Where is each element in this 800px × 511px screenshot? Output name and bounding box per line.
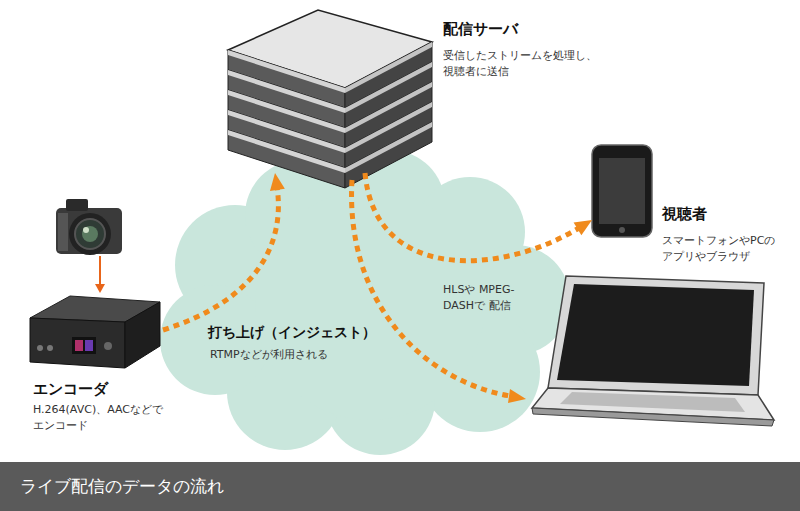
- node-description: 受信したストリームを処理し、 視聴者に送信: [443, 48, 593, 80]
- laptop: [532, 276, 774, 426]
- node-heading: 視聴者: [662, 205, 707, 224]
- smartphone: [592, 145, 652, 237]
- node-description: H.264(AVC)、AACなどで エンコード: [33, 402, 175, 434]
- encoder-node: エンコーダH.264(AVC)、AACなどで エンコード: [28, 292, 163, 370]
- viewer-node: 視聴者スマートフォンやPCの アプリやブラウザ: [592, 145, 652, 237]
- cloud: [160, 150, 570, 455]
- delivery-note: HLSや MPEG-DASHで 配信: [441, 282, 537, 314]
- caption-bar: ライブ配信のデータの流れ: [0, 462, 800, 511]
- server-slab: [228, 130, 345, 188]
- stream-arrow: [365, 173, 592, 261]
- camera-wire: [95, 256, 105, 293]
- node-heading: エンコーダ: [33, 380, 108, 399]
- server-slab: [345, 122, 432, 173]
- camera: [56, 199, 122, 255]
- stream-arrow: [163, 173, 285, 330]
- edge-label: 打ち上げ（インジェスト）: [206, 324, 378, 342]
- protocol-note: RTMPなどが利用される: [208, 347, 372, 363]
- server-stack: [228, 10, 432, 188]
- node-heading: 配信サーバ: [443, 20, 518, 39]
- encoder-box: [30, 296, 160, 368]
- node-description: スマートフォンやPCの アプリやブラウザ: [662, 233, 792, 265]
- server-node: 配信サーバ受信したストリームを処理し、 視聴者に送信: [225, 8, 435, 173]
- server-slab: [228, 130, 345, 173]
- caption: ライブ配信のデータの流れ: [20, 476, 224, 496]
- server-slab: [345, 122, 432, 188]
